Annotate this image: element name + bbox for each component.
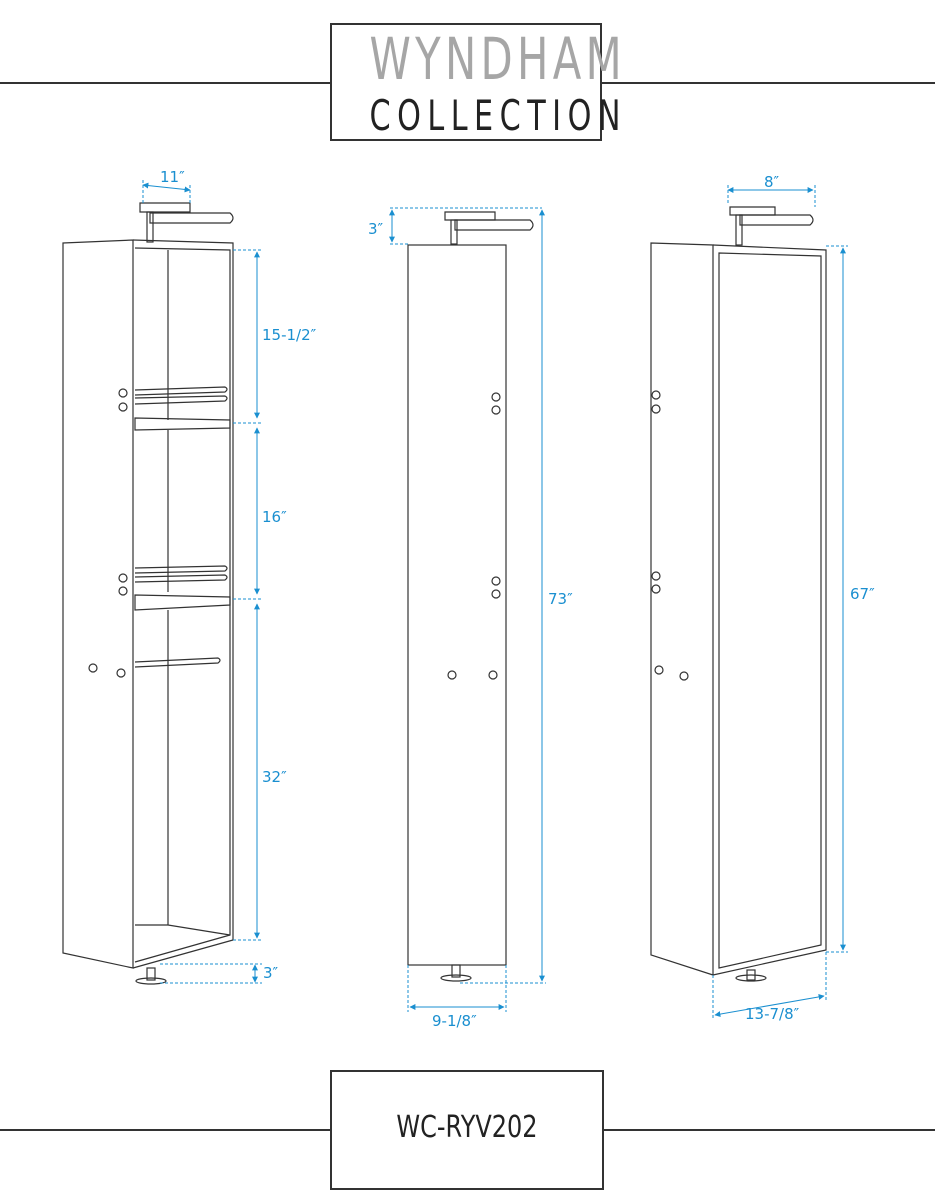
model-label-box: WC-RYV202: [330, 1070, 604, 1190]
cabinet-frame: [132, 239, 234, 969]
dim-top-depth: 8″: [764, 173, 780, 191]
dim-base-height: 3″: [263, 964, 279, 982]
side-panel: [62, 239, 134, 969]
side-view-dimensions: [389, 207, 546, 1012]
side-panel: [650, 242, 714, 976]
side-view: [407, 211, 534, 982]
mirror-panel: [718, 252, 822, 969]
top-fixture: [729, 206, 814, 246]
top-fixture: [444, 211, 534, 245]
dim-body-height: 67″: [850, 585, 875, 603]
dim-shelf-2: 16″: [262, 508, 287, 526]
mirror-view: [650, 206, 827, 982]
footer-rule-right: [604, 1129, 935, 1131]
open-shelf-view: [62, 202, 234, 985]
brand-logo: WYNDHAM COLLECTION: [330, 23, 622, 141]
header-rule-right: [602, 82, 935, 84]
dim-depth: 9-1/8″: [432, 1012, 477, 1030]
footer-rule-left: [0, 1129, 330, 1131]
dim-top-clearance: 3″: [368, 220, 384, 238]
dim-total-height: 73″: [548, 590, 573, 608]
shelf-1: [134, 417, 231, 431]
mirror-frame: [712, 244, 827, 976]
shelf-2: [134, 594, 231, 611]
dim-shelf-1: 15-1/2″: [262, 326, 317, 344]
dim-top-width: 11″: [160, 168, 185, 186]
open-view-dimensions: [142, 180, 262, 984]
dim-shelf-3: 32″: [262, 768, 287, 786]
top-fixture: [139, 202, 234, 243]
dim-width: 13-7/8″: [745, 1005, 800, 1023]
mirror-view-dimensions: [712, 185, 848, 1018]
model-number: WC-RYV202: [396, 1110, 538, 1145]
header-rule-left: [0, 82, 330, 84]
cabinet-body: [407, 244, 507, 966]
